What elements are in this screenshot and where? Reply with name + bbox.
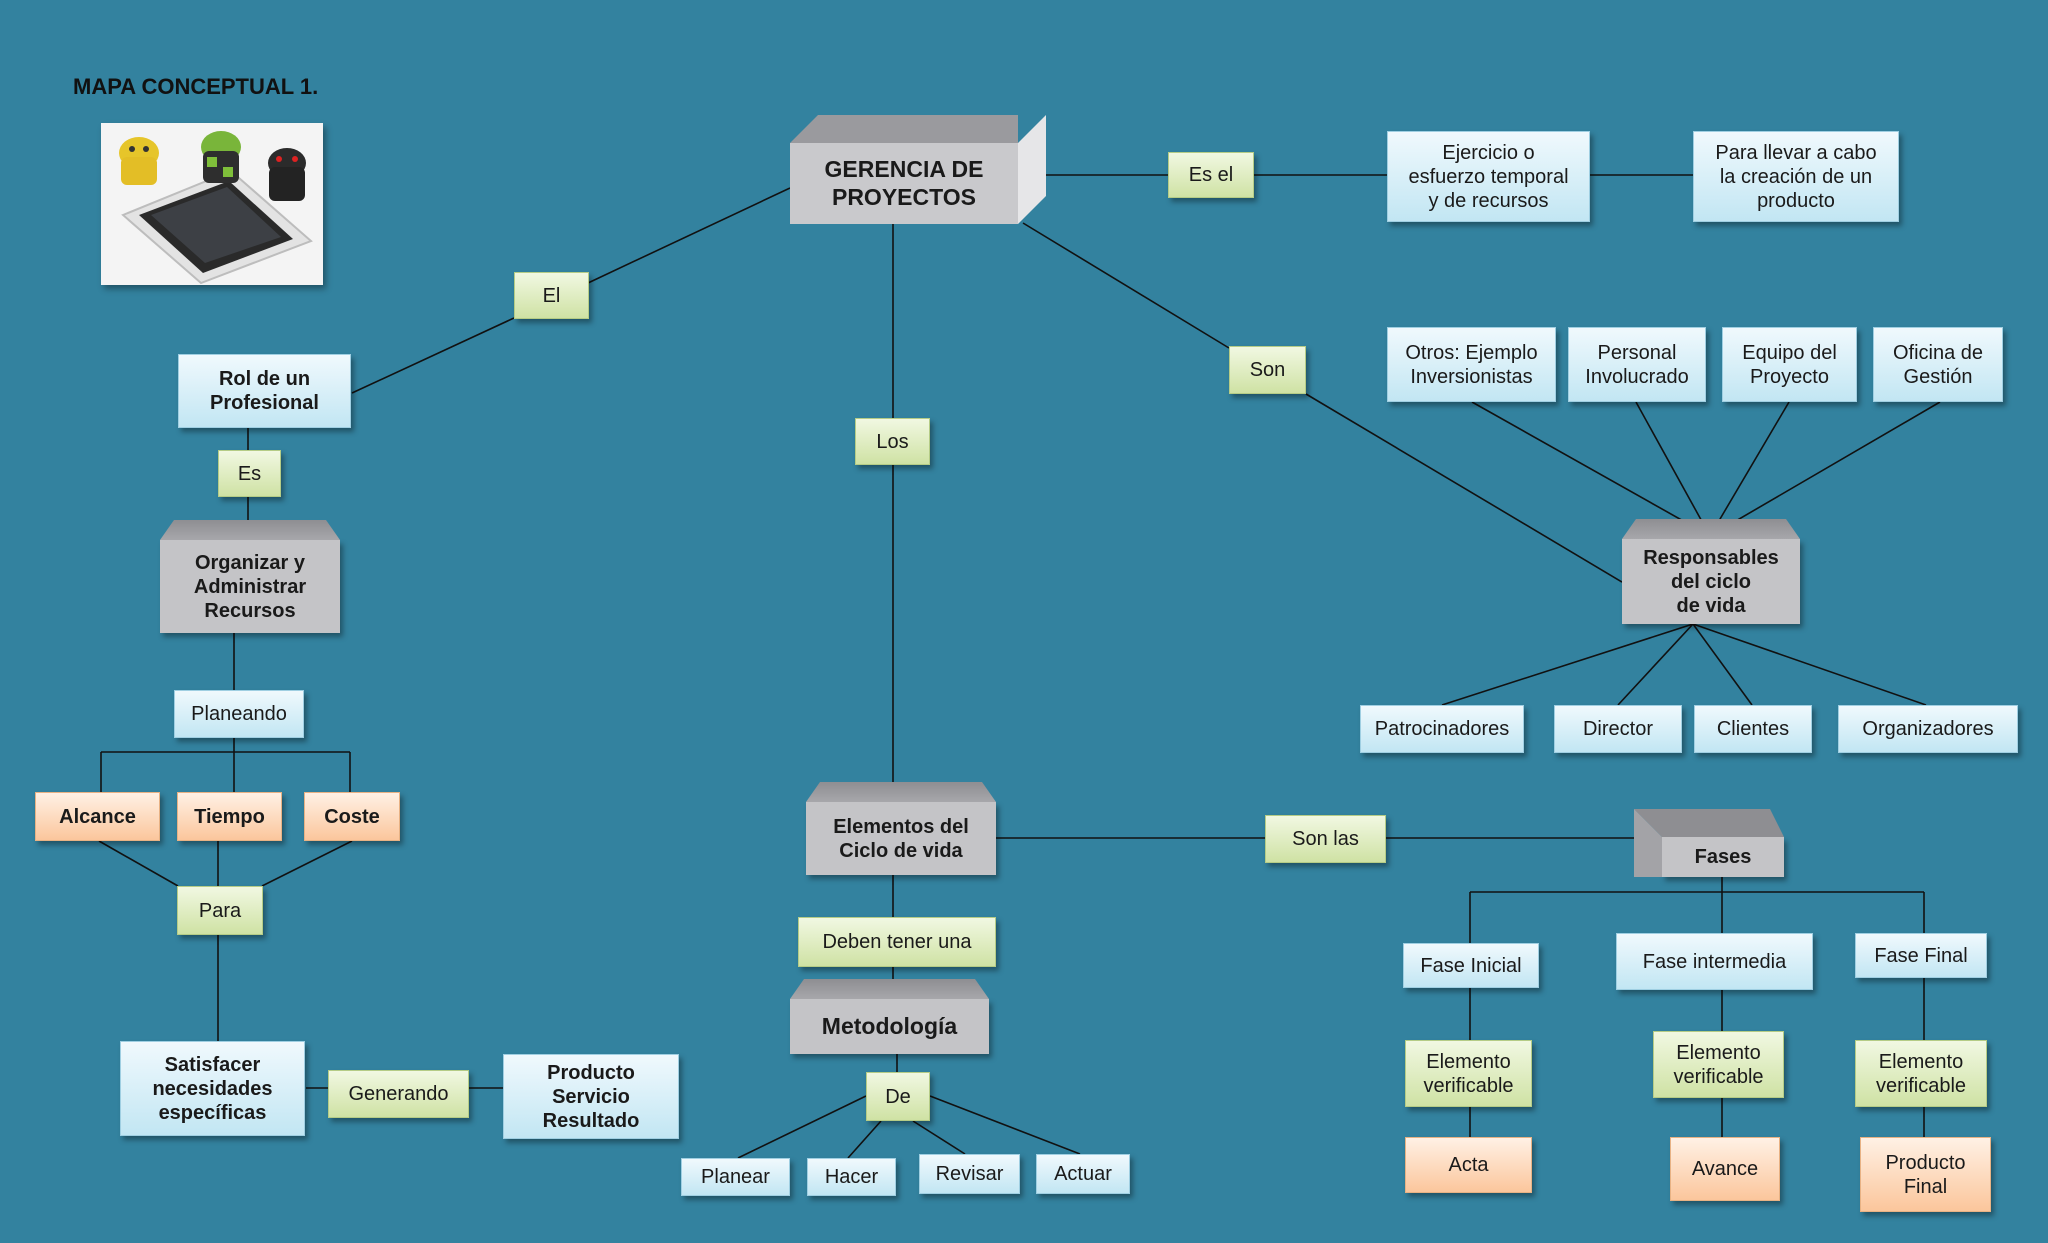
equipo-proyecto-node: Equipo del Proyecto (1722, 327, 1857, 402)
organizadores-node: Organizadores (1838, 705, 2018, 753)
actuar-node: Actuar (1036, 1154, 1130, 1194)
gerencia-de-proyectos-node: GERENCIA DE PROYECTOS (790, 143, 1018, 224)
planeando-node: Planeando (174, 690, 304, 738)
personal-involucrado-node: Personal Involucrado (1568, 327, 1706, 402)
organizar-recursos-node: Organizar y Administrar Recursos (160, 540, 340, 633)
elemento-verificable-inicial-node: Elemento verificable (1405, 1040, 1532, 1107)
producto-final-node: Producto Final (1860, 1137, 1991, 1212)
acta-node: Acta (1405, 1137, 1532, 1193)
tiempo-node: Tiempo (177, 792, 282, 841)
rol-profesional-node: Rol de un Profesional (178, 354, 351, 428)
elemento-verificable-intermedia-node: Elemento verificable (1653, 1031, 1784, 1098)
hacer-node: Hacer (807, 1158, 896, 1196)
el-label: El (514, 272, 589, 319)
elementos-ciclo-node: Elementos del Ciclo de vida (806, 802, 996, 875)
fase-intermedia-node: Fase intermedia (1616, 933, 1813, 990)
es-label: Es (218, 450, 281, 497)
para-label: Para (177, 886, 263, 935)
deben-tener-label: Deben tener una (798, 917, 996, 967)
otros-inversionistas-node: Otros: Ejemplo Inversionistas (1387, 327, 1556, 402)
android-tablet-photo-icon (101, 123, 323, 285)
avance-node: Avance (1670, 1137, 1780, 1201)
responsables-ciclo-node: Responsables del ciclo de vida (1622, 539, 1800, 624)
de-label: De (866, 1072, 930, 1121)
es-el-label: Es el (1168, 152, 1254, 198)
alcance-node: Alcance (35, 792, 160, 841)
fase-inicial-node: Fase Inicial (1403, 943, 1539, 988)
metodologia-node: Metodología (790, 999, 989, 1054)
clientes-node: Clientes (1694, 705, 1812, 753)
fase-final-node: Fase Final (1855, 933, 1987, 978)
son-las-label: Son las (1265, 815, 1386, 863)
producto-servicio-node: Producto Servicio Resultado (503, 1054, 679, 1139)
fases-node: Fases (1662, 837, 1784, 877)
los-label: Los (855, 418, 930, 465)
director-node: Director (1554, 705, 1682, 753)
elemento-verificable-final-node: Elemento verificable (1855, 1040, 1987, 1107)
patrocinadores-node: Patrocinadores (1360, 705, 1524, 753)
page-title: MAPA CONCEPTUAL 1. (73, 74, 319, 99)
oficina-gestion-node: Oficina de Gestión (1873, 327, 2003, 402)
para-llevar-node: Para llevar a cabo la creación de un pro… (1693, 131, 1899, 222)
satisfacer-necesidades-node: Satisfacer necesidades específicas (120, 1041, 305, 1136)
ejercicio-node: Ejercicio o esfuerzo temporal y de recur… (1387, 131, 1590, 222)
coste-node: Coste (304, 792, 400, 841)
revisar-node: Revisar (919, 1154, 1020, 1194)
planear-node: Planear (681, 1158, 790, 1196)
generando-label: Generando (328, 1070, 469, 1118)
son-label: Son (1229, 346, 1306, 394)
